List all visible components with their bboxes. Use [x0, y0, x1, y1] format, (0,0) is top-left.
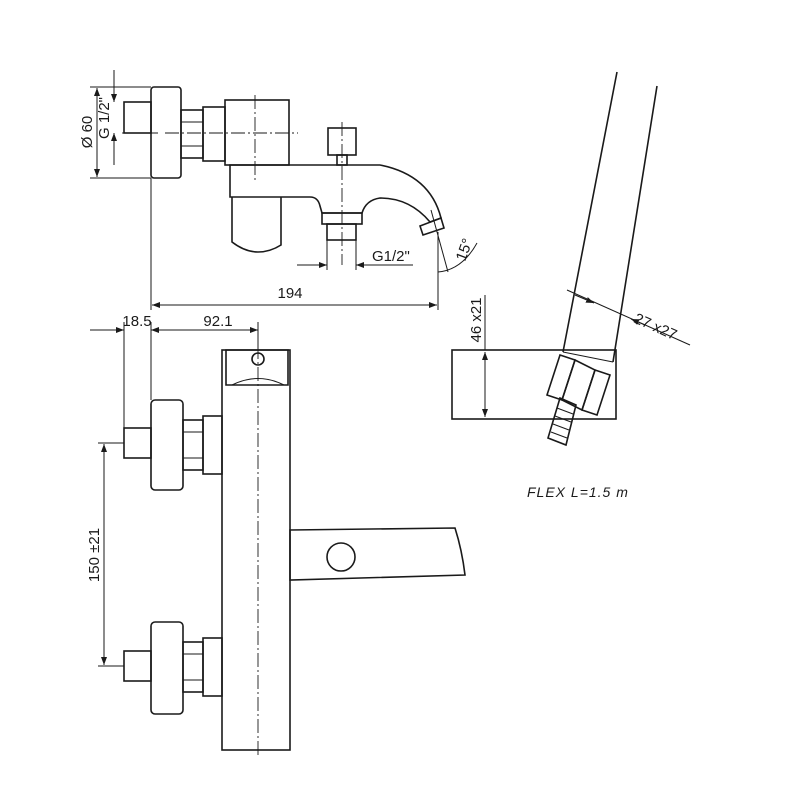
connector [202, 106, 226, 162]
nut-left [545, 353, 577, 402]
hex-nut [180, 109, 204, 159]
handshower-view: 46 x21 27 x27 FLEX L=1.5 m [451, 71, 691, 500]
inlet-stub-upper [123, 427, 152, 459]
dim-offset-a: 18.5 [122, 313, 151, 330]
inlet-stub [123, 101, 152, 134]
mixer-body [224, 99, 290, 166]
lever-handle [289, 527, 466, 581]
hose-thread [547, 396, 577, 447]
mixer-body-front [221, 349, 291, 751]
wall-flange [150, 86, 182, 179]
dim-centre-distance: 150 ±21 [86, 528, 103, 582]
dim-overall-depth: 194 [277, 285, 302, 302]
angle-arc [437, 242, 478, 273]
spout [229, 164, 442, 223]
connector-lower [202, 637, 223, 697]
dim-offset-b: 92.1 [203, 313, 232, 330]
nut-right [580, 368, 612, 417]
lever [231, 197, 282, 253]
connector-upper [202, 415, 223, 475]
hex-nut-lower [182, 641, 204, 693]
holder-bracket [451, 349, 617, 420]
handshower-bar [562, 71, 658, 363]
wall-flange-upper [150, 399, 184, 491]
dim-spout-angle: 15° [453, 236, 477, 263]
dim-inlet-thread: G 1/2" [96, 97, 113, 139]
dim-holder-size: 46 x21 [468, 297, 485, 342]
dim-flange-diameter: Ø 60 [79, 116, 96, 149]
hose-length-note: FLEX L=1.5 m [527, 484, 629, 500]
front-view: 18.5 92.1 150 ±21 [86, 313, 466, 755]
hex-nut-upper [182, 419, 204, 471]
outlet-thread [326, 223, 357, 241]
wall-flange-lower [150, 621, 184, 715]
inlet-stub-lower [123, 650, 152, 682]
lever-hub [326, 542, 356, 572]
side-view: Ø 60 G 1/2" 194 G1/2" 15° [79, 70, 478, 310]
dim-outlet-thread: G1/2" [372, 248, 410, 265]
dim-handshower-section: 27 x27 [631, 310, 679, 344]
diverter-cap [225, 349, 289, 386]
